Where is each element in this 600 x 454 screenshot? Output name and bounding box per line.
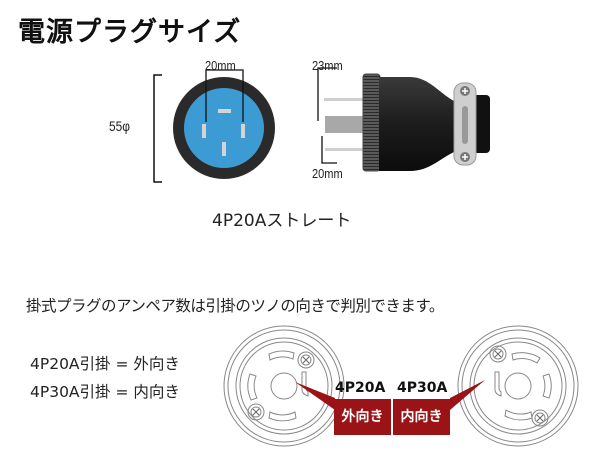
badge-30a-direction: 内向き — [393, 399, 450, 435]
plug-side-diagram — [317, 67, 490, 172]
rule-30a: 4P30A引掛 = 内向き — [30, 383, 180, 401]
plug-caption: 4P20Aストレート — [212, 211, 352, 231]
plug-side-view — [300, 55, 490, 185]
badge-30a-model: 4P30A — [397, 380, 448, 396]
plug-front-diagram — [153, 69, 275, 183]
page-title: 電源プラグサイズ — [18, 17, 242, 48]
badge-20a-model: 4P20A — [335, 380, 386, 396]
rule-20a: 4P20A引掛 = 外向き — [30, 355, 180, 373]
pointer-arrows — [295, 380, 485, 410]
side-bottom-dim-label: 20mm — [312, 166, 343, 181]
pin-span-label: 20mm — [205, 58, 236, 73]
diameter-label: 55φ — [109, 118, 130, 134]
badge-20a-direction: 外向き — [334, 399, 391, 435]
side-top-dim-label: 23mm — [312, 58, 343, 73]
plug-front-view — [140, 55, 290, 195]
receptacle-20a-diagram — [222, 322, 352, 450]
locking-note: 掛式プラグのアンペア数は引掛のツノの向きで判別できます。 — [26, 297, 444, 315]
